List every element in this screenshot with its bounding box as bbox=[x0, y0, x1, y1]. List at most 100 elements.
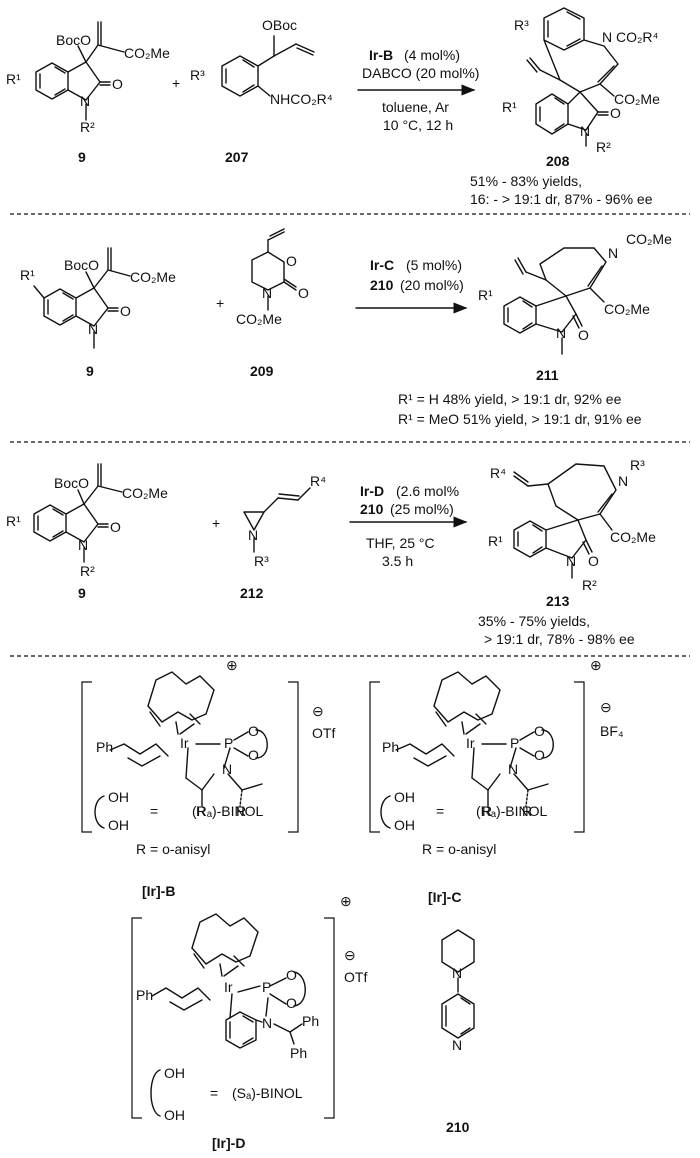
ester-label: CO₂Me bbox=[124, 45, 170, 61]
anion-charge: ⊖ bbox=[312, 703, 324, 719]
r-label-2: R bbox=[522, 803, 532, 819]
additive-loading: (20 mol%) bbox=[400, 277, 464, 293]
pyridine-n-label: N bbox=[452, 1037, 462, 1053]
o-label-2: O bbox=[248, 747, 259, 763]
additive-id: 210 bbox=[360, 501, 384, 517]
r3-label: R³ bbox=[514, 17, 529, 33]
r2-carbamate-207: OBoc R³ NHCO₂R⁴ 207 bbox=[190, 17, 333, 165]
r2-label: R² bbox=[596, 139, 611, 155]
ester-label: CO₂Me bbox=[604, 301, 650, 317]
ph-label-2: Ph bbox=[302, 1013, 319, 1029]
diol-label: (Sₐ)-BINOL bbox=[232, 1085, 303, 1101]
nsub-label: CO₂R⁴ bbox=[616, 29, 659, 45]
ester-label: CO₂Me bbox=[614, 91, 660, 107]
plus-sign: + bbox=[212, 515, 220, 531]
catalyst-loading: (5 mol%) bbox=[406, 257, 462, 273]
ph-label: Ph bbox=[96, 739, 113, 755]
r4-label: R⁴ bbox=[310, 473, 326, 489]
oh-label-1: OH bbox=[164, 1065, 185, 1081]
counterion: OTf bbox=[312, 725, 335, 741]
reaction-1: BocO CO₂Me O N R¹ R² 9 + OBoc R³ NHCO₂R⁴… bbox=[6, 7, 660, 207]
counterion: OTf bbox=[344, 969, 367, 985]
anion-charge: ⊖ bbox=[344, 947, 356, 963]
o-label: O bbox=[120, 303, 131, 319]
n-label: N bbox=[618, 473, 628, 489]
time: 3.5 h bbox=[382, 553, 413, 569]
oxazinanone-209: O O N CO₂Me 209 bbox=[236, 228, 309, 379]
compound-id: 9 bbox=[78, 585, 86, 601]
o-label: O bbox=[588, 553, 599, 569]
ph-label: Ph bbox=[136, 987, 153, 1003]
r-label-1: R bbox=[482, 803, 492, 819]
temp-time: 10 °C, 12 h bbox=[383, 117, 453, 133]
compound-id: 9 bbox=[86, 363, 94, 379]
o-label-2: O bbox=[534, 747, 545, 763]
r1-label: R¹ bbox=[502, 99, 517, 115]
r1-sub-label: R¹ bbox=[6, 513, 21, 529]
plus-sign: + bbox=[172, 75, 180, 91]
n-label: N bbox=[262, 1015, 272, 1031]
ph-label-3: Ph bbox=[290, 1045, 307, 1061]
o-label-1: O bbox=[286, 967, 297, 983]
result-line-2: R¹ = MeO 51% yield, > 19:1 dr, 91% ee bbox=[398, 411, 642, 427]
r3-sub-label: R³ bbox=[190, 67, 205, 83]
r1-oxindole-9: BocO CO₂Me O N R¹ R² 9 bbox=[6, 21, 170, 165]
plus-sign: + bbox=[216, 295, 224, 311]
result-line-1: R¹ = H 48% yield, > 19:1 dr, 92% ee bbox=[398, 391, 622, 407]
aziridine-212: R⁴ N R³ 212 bbox=[240, 473, 326, 601]
catalyst-id: [Ir]-D bbox=[212, 1135, 245, 1151]
n-sub-label: R² bbox=[80, 119, 95, 135]
r-definition: R = o-anisyl bbox=[136, 841, 210, 857]
n-label: N bbox=[608, 245, 618, 261]
compound-id: 213 bbox=[546, 593, 570, 609]
compound-id: 210 bbox=[446, 1119, 470, 1135]
n-label: N bbox=[248, 527, 258, 543]
amine-label: NHCO₂R⁴ bbox=[270, 91, 333, 107]
ring-o-label: O bbox=[286, 253, 297, 269]
catalyst-D: ⊕ ⊖ OTf Ph Ir P O O N Ph Ph OH OH = (Sₐ)… bbox=[131, 893, 367, 1151]
additive: DABCO (20 mol%) bbox=[362, 65, 479, 81]
product-208: R³ N CO₂R⁴ CO₂Me R¹ O N R² 208 bbox=[502, 7, 660, 169]
ph-label: Ph bbox=[382, 739, 399, 755]
n-label: N bbox=[88, 321, 98, 337]
conditions-3: Ir-D (2.6 mol% 210 (25 mol%) THF, 25 °C … bbox=[349, 483, 468, 569]
catalyst-loading: (2.6 mol% bbox=[396, 483, 459, 499]
ester-label: CO₂Me bbox=[130, 269, 176, 285]
o-label-2: O bbox=[286, 995, 297, 1011]
result-line-2: 16: - > 19:1 dr, 87% - 96% ee bbox=[470, 191, 653, 207]
product-213: R⁴ N R³ R¹ CO₂Me O N R² 213 bbox=[488, 457, 656, 609]
result-line-1: 51% - 83% yields, bbox=[470, 173, 582, 189]
n2-label: N bbox=[566, 553, 576, 569]
n-label: N bbox=[262, 285, 272, 301]
r-label-1: R bbox=[196, 803, 206, 819]
result-line-1: 35% - 75% yields, bbox=[478, 613, 590, 629]
p-label: P bbox=[262, 979, 271, 995]
diol-label: (Rₐ)-BINOL bbox=[476, 803, 548, 819]
additive-210: N N 210 bbox=[441, 929, 475, 1135]
ir-label: Ir bbox=[224, 979, 233, 995]
equals: = bbox=[150, 803, 158, 819]
r-definition: R = o-anisyl bbox=[422, 841, 496, 857]
equals: = bbox=[210, 1085, 218, 1101]
catalyst-name: Ir-C bbox=[370, 257, 394, 273]
ir-label: Ir bbox=[180, 735, 189, 751]
p-label: P bbox=[510, 735, 519, 751]
counterion: BF₄ bbox=[600, 723, 624, 739]
n-label: N bbox=[80, 93, 90, 109]
oboc-label: OBoc bbox=[262, 17, 297, 33]
r1-label: R¹ bbox=[488, 533, 503, 549]
n-label: N bbox=[602, 29, 612, 45]
r3-label: R³ bbox=[254, 553, 269, 569]
compound-id: 209 bbox=[250, 363, 274, 379]
catalyst-name: Ir-D bbox=[360, 483, 384, 499]
oh-label-2: OH bbox=[108, 817, 129, 833]
solvent: THF, 25 °C bbox=[366, 535, 435, 551]
conditions-2: Ir-C (5 mol%) 210 (20 mol%) bbox=[355, 257, 468, 314]
equals: = bbox=[436, 803, 444, 819]
catalyst-loading: (4 mol%) bbox=[404, 47, 460, 63]
n-label: N bbox=[508, 761, 518, 777]
compound-id: 212 bbox=[240, 585, 264, 601]
boc-label: BocO bbox=[54, 475, 89, 491]
r1-sub-label: R¹ bbox=[6, 71, 21, 87]
